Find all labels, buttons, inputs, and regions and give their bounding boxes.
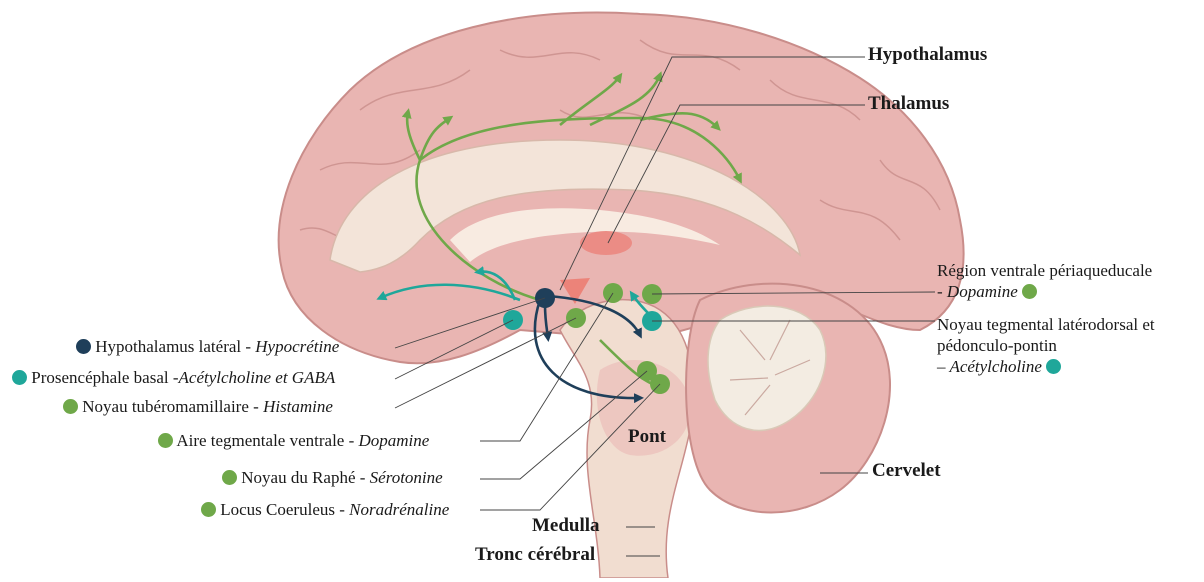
label-tronc: Tronc cérébral: [475, 544, 595, 566]
label-pont: Pont: [628, 426, 666, 448]
aire-tegmentale-name: Aire tegmentale ventrale -: [176, 431, 358, 450]
label-thalamus: Thalamus: [868, 93, 949, 115]
thalamus-region: [580, 231, 632, 255]
coeruleus-transmitter: Noradrénaline: [349, 500, 449, 519]
tegmental-line2: pédonculo-pontin: [937, 335, 1155, 356]
hypothalamus-lateral-name: Hypothalamus latéral -: [95, 337, 255, 356]
navy-dot-icon: [76, 339, 91, 354]
label-tegmental: Noyau tegmental latérodorsal et pédoncul…: [937, 314, 1155, 377]
label-hypothalamus: Hypothalamus: [868, 44, 987, 66]
label-coeruleus: Locus Coeruleus - Noradrénaline: [201, 500, 449, 520]
label-prosencephale: Prosencéphale basal -Acétylcholine et GA…: [12, 368, 335, 388]
tegmental-line1: Noyau tegmental latérodorsal et: [937, 314, 1155, 335]
coeruleus-name: Locus Coeruleus -: [220, 500, 349, 519]
green-dot-icon: [158, 433, 173, 448]
raphe-name: Noyau du Raphé -: [241, 468, 369, 487]
hypothalamus-lateral-transmitter: Hypocrétine: [255, 337, 339, 356]
label-aire-tegmentale: Aire tegmentale ventrale - Dopamine: [158, 431, 429, 451]
periaqueducale-transmitter: - Dopamine: [937, 282, 1018, 301]
label-periaqueducale: Région ventrale périaqueducale - Dopamin…: [937, 260, 1152, 302]
prosencephale-name: Prosencéphale basal -: [31, 368, 178, 387]
green-dot-icon: [1022, 284, 1037, 299]
aire-tegmentale-transmitter: Dopamine: [359, 431, 430, 450]
tegmental-transmitter: – Acétylcholine: [937, 357, 1042, 376]
tuberomamillaire-transmitter: Histamine: [263, 397, 333, 416]
prosencephale-transmitter: Acétylcholine et GABA: [179, 368, 336, 387]
teal-dot-icon: [1046, 359, 1061, 374]
tuberomamillaire-name: Noyau tubéromamillaire -: [82, 397, 263, 416]
label-tuberomamillaire: Noyau tubéromamillaire - Histamine: [63, 397, 333, 417]
label-cervelet: Cervelet: [872, 460, 941, 482]
label-raphe: Noyau du Raphé - Sérotonine: [222, 468, 443, 488]
green-dot-icon: [63, 399, 78, 414]
label-hypothalamus-lateral: Hypothalamus latéral - Hypocrétine: [76, 337, 339, 357]
raphe-transmitter: Sérotonine: [370, 468, 443, 487]
green-dot-icon: [201, 502, 216, 517]
label-medulla: Medulla: [532, 515, 600, 537]
periaqueducale-line1: Région ventrale périaqueducale: [937, 260, 1152, 281]
teal-dot-icon: [12, 370, 27, 385]
green-dot-icon: [222, 470, 237, 485]
